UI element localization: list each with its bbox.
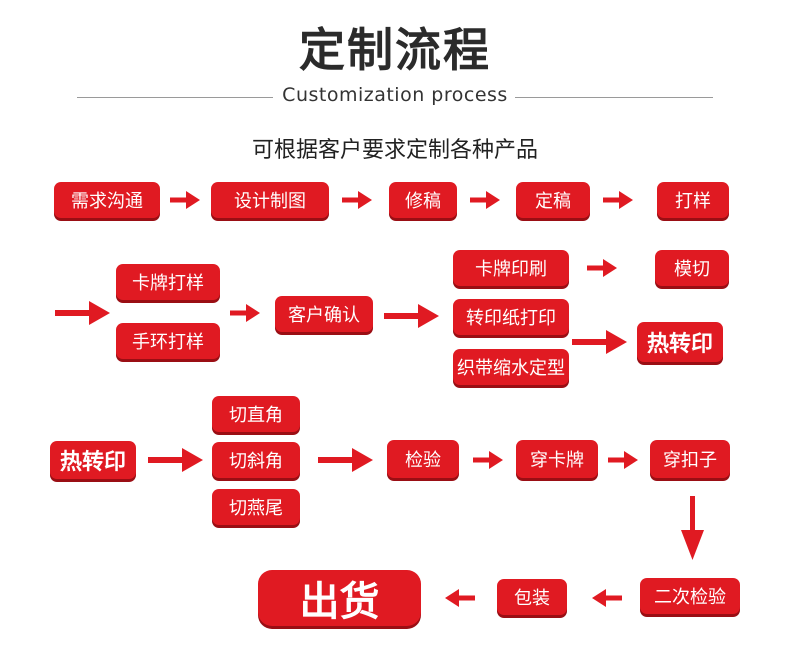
step-card-sample: 卡牌打样 [116, 264, 220, 300]
arrow-r2-4 [587, 259, 617, 277]
step-cut-right-angle: 切直角 [212, 396, 300, 432]
step-thread-buckle: 穿扣子 [650, 440, 730, 478]
arrow-r2-3 [384, 304, 439, 328]
arrow-r1-2 [342, 191, 372, 209]
left-divider [77, 97, 273, 98]
step-revise: 修稿 [389, 182, 457, 218]
arrow-r2-2 [230, 304, 260, 322]
step-sample: 打样 [657, 182, 729, 218]
step-card-print: 卡牌印刷 [453, 250, 569, 286]
arrow-r1-3 [470, 191, 500, 209]
step-heat-transfer-repeat: 热转印 [50, 441, 136, 479]
step-second-inspect: 二次检验 [640, 578, 740, 614]
step-ship: 出货 [258, 570, 421, 626]
arrow-r3-2 [318, 448, 373, 472]
arrow-r2-1 [55, 301, 110, 325]
step-design: 设计制图 [211, 182, 329, 218]
step-customer-confirm: 客户确认 [275, 296, 373, 332]
page-description: 可根据客户要求定制各种产品 [251, 138, 538, 163]
step-heat-transfer: 热转印 [637, 322, 723, 362]
step-transfer-paper-print: 转印纸打印 [453, 299, 569, 335]
arrow-r4-2 [445, 589, 475, 607]
arrow-r2-5 [572, 330, 627, 354]
arrow-down [681, 496, 704, 560]
step-bracelet-sample: 手环打样 [116, 323, 220, 359]
arrow-r3-4 [608, 451, 638, 469]
step-die-cut: 模切 [655, 250, 729, 286]
right-divider [515, 97, 713, 98]
page-title: 定制流程 [299, 23, 491, 77]
step-inspect: 检验 [387, 440, 459, 478]
arrow-r1-4 [603, 191, 633, 209]
step-cut-swallowtail: 切燕尾 [212, 489, 300, 525]
step-thread-card: 穿卡牌 [516, 440, 598, 478]
step-pack: 包装 [497, 579, 567, 615]
step-ribbon-shrink-shape: 织带缩水定型 [453, 349, 569, 385]
arrow-r3-1 [148, 448, 203, 472]
step-finalize: 定稿 [516, 182, 590, 218]
arrow-r4-1 [592, 589, 622, 607]
arrow-r1-1 [170, 191, 200, 209]
arrow-r3-3 [473, 451, 503, 469]
step-demand: 需求沟通 [54, 182, 160, 218]
step-cut-bevel: 切斜角 [212, 442, 300, 478]
page-subtitle: Customization process [282, 84, 508, 106]
